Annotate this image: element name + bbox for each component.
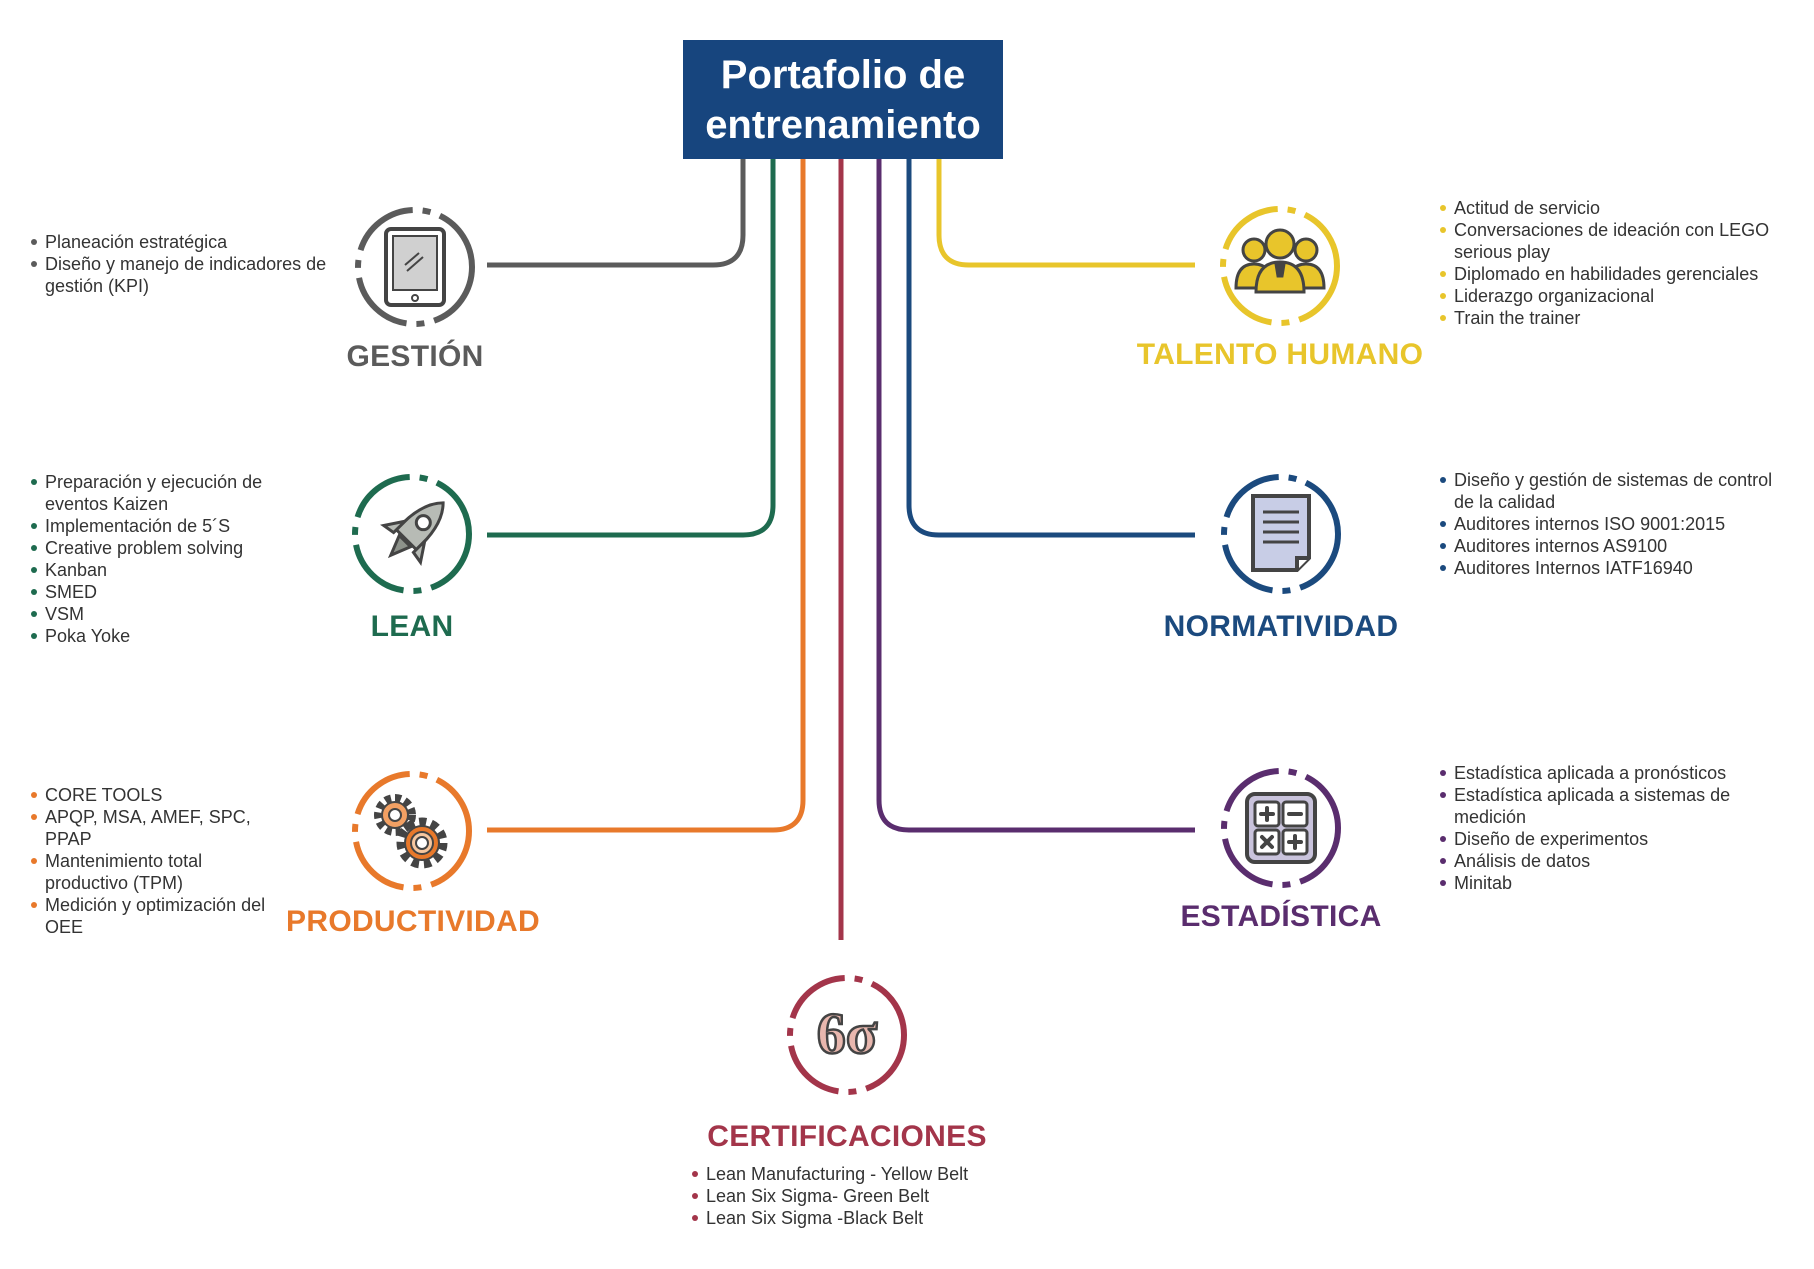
heading-productividad: PRODUCTIVIDAD — [286, 905, 540, 938]
list-item: Minitab — [1438, 872, 1778, 894]
normatividad-icon-circle — [1219, 472, 1343, 596]
list-item: Creative problem solving — [29, 537, 299, 559]
list-item: Diplomado en habilidades gerenciales — [1438, 263, 1798, 285]
list-item: Diseño y manejo de indicadores de gestió… — [29, 253, 329, 297]
list-item: Estadística aplicada a pronósticos — [1438, 762, 1778, 784]
list-item: Implementación de 5´S — [29, 515, 299, 537]
title-line-2: entrenamiento — [705, 102, 981, 147]
estadistica-icon-circle — [1219, 766, 1343, 890]
title-line-1: Portafolio de — [720, 52, 966, 97]
list-item: Poka Yoke — [29, 625, 299, 647]
six-sigma-icon: 6σ — [787, 975, 907, 1095]
connector-lean — [487, 159, 776, 538]
list-item: Liderazgo organizacional — [1438, 285, 1798, 307]
talento-icon-circle — [1218, 204, 1342, 328]
gestion-icon-circle — [353, 205, 477, 329]
calculator-icon — [1221, 768, 1341, 888]
list-item: Conversaciones de ideación con LEGO seri… — [1438, 219, 1798, 263]
list-item: VSM — [29, 603, 299, 625]
connector-productividad — [487, 159, 806, 833]
productividad-icon-circle — [350, 769, 474, 893]
list-item: Medición y optimización del OEE — [29, 894, 279, 938]
list-item: CORE TOOLS — [29, 784, 279, 806]
heading-gestion: GESTIÓN — [346, 340, 484, 373]
tablet-icon — [355, 207, 475, 327]
heading-certificaciones: CERTIFICACIONES — [707, 1120, 987, 1153]
list-item: Lean Manufacturing - Yellow Belt — [690, 1163, 1030, 1185]
list-item: Diseño y gestión de sistemas de control … — [1438, 469, 1778, 513]
list-item: Lean Six Sigma -Black Belt — [690, 1207, 1030, 1229]
connector-gestion — [487, 159, 746, 268]
gears-icon — [352, 771, 472, 891]
heading-estadistica: ESTADÍSTICA — [1180, 900, 1382, 933]
lean-icon-circle — [350, 472, 474, 596]
list-lean: Preparación y ejecución de eventos Kaize… — [29, 471, 299, 647]
list-item: APQP, MSA, AMEF, SPC, PPAP — [29, 806, 279, 850]
list-item: Diseño de experimentos — [1438, 828, 1778, 850]
list-item: Auditores internos AS9100 — [1438, 535, 1778, 557]
rocket-icon — [352, 474, 472, 594]
list-normatividad: Diseño y gestión de sistemas de control … — [1438, 469, 1778, 579]
connector-estadistica — [876, 159, 1195, 833]
people-icon — [1220, 206, 1340, 326]
list-item: Auditores Internos IATF16940 — [1438, 557, 1778, 579]
list-certificaciones: Lean Manufacturing - Yellow Belt Lean Si… — [690, 1163, 1030, 1229]
six-sigma-symbol: 6σ — [817, 1001, 878, 1066]
list-item: SMED — [29, 581, 299, 603]
list-gestion: Planeación estratégica Diseño y manejo d… — [29, 231, 329, 297]
list-item: Planeación estratégica — [29, 231, 329, 253]
heading-normatividad: NORMATIVIDAD — [1163, 610, 1399, 643]
heading-talento: TALENTO HUMANO — [1136, 338, 1424, 371]
list-estadistica: Estadística aplicada a pronósticos Estad… — [1438, 762, 1778, 894]
list-item: Estadística aplicada a sistemas de medic… — [1438, 784, 1778, 828]
connector-normatividad — [906, 159, 1195, 538]
list-item: Preparación y ejecución de eventos Kaize… — [29, 471, 299, 515]
list-item: Auditores internos ISO 9001:2015 — [1438, 513, 1778, 535]
list-item: Kanban — [29, 559, 299, 581]
list-productividad: CORE TOOLS APQP, MSA, AMEF, SPC, PPAP Ma… — [29, 784, 279, 938]
list-item: Actitud de servicio — [1438, 197, 1798, 219]
heading-lean: LEAN — [370, 610, 454, 643]
certificaciones-icon-circle: 6σ — [785, 973, 909, 1097]
list-item: Análisis de datos — [1438, 850, 1778, 872]
list-talento: Actitud de servicio Conversaciones de id… — [1438, 197, 1798, 329]
page-title: Portafolio de entrenamiento — [683, 40, 1003, 159]
list-item: Train the trainer — [1438, 307, 1798, 329]
list-item: Lean Six Sigma- Green Belt — [690, 1185, 1030, 1207]
document-icon — [1221, 474, 1341, 594]
connector-talento — [936, 159, 1195, 268]
list-item: Mantenimiento total productivo (TPM) — [29, 850, 279, 894]
